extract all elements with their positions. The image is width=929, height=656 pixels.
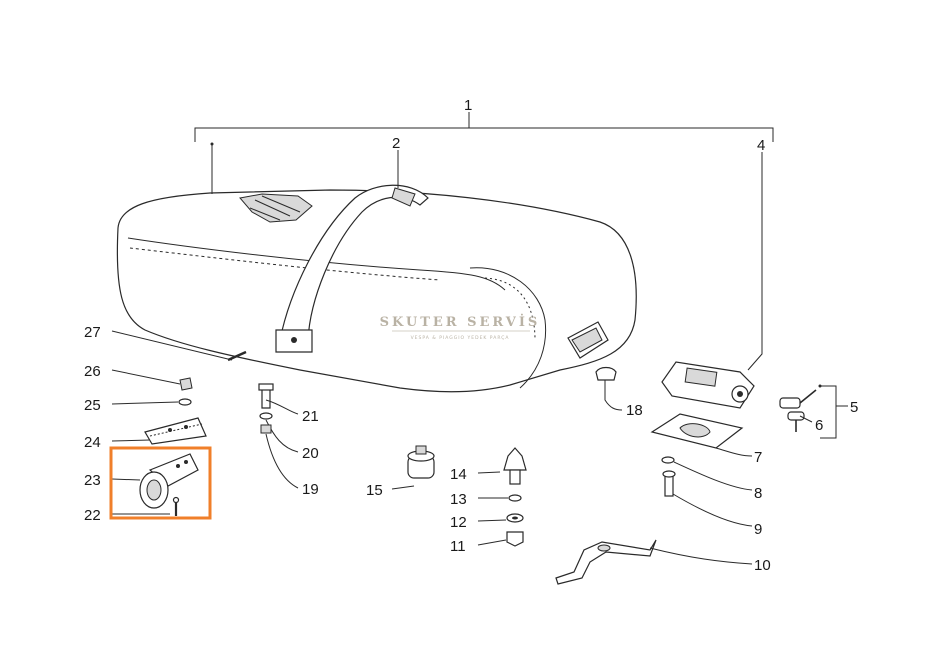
callout-10: 10 [754, 557, 771, 574]
part-15-bumper [391, 445, 435, 490]
callout-1: 1 [464, 97, 472, 114]
seat-body [116, 189, 637, 393]
callout-11: 11 [450, 538, 466, 555]
callout-22: 22 [84, 507, 101, 524]
callout-8: 8 [754, 485, 762, 502]
callout-20: 20 [302, 445, 319, 462]
callout-5: 5 [850, 399, 858, 416]
part-4-lock [661, 152, 763, 409]
callout-26: 26 [84, 363, 101, 380]
part-20-washer [259, 412, 299, 453]
part-19-nut [260, 424, 299, 489]
callout-2: 2 [392, 135, 400, 152]
part-9-screw [662, 470, 753, 527]
seat-strap [275, 184, 429, 353]
part-11-nut [477, 531, 524, 547]
callout-23: 23 [84, 472, 101, 489]
part-10-bracket [555, 539, 753, 585]
callout-9: 9 [754, 521, 762, 538]
part-26-nut [111, 369, 193, 391]
callout-21: 21 [302, 408, 319, 425]
assembly-bracket [194, 112, 774, 142]
callout-27: 27 [84, 324, 101, 341]
part-21-bolt [258, 383, 299, 415]
part-7-plate [650, 413, 753, 457]
callout-12: 12 [450, 514, 467, 531]
watermark-title: SKUTER SERVİS [380, 314, 541, 330]
part-18-knob [595, 366, 623, 411]
watermark-subtitle: VESPA & PIAGGIO YEDEK PARÇA [411, 335, 510, 341]
callout-15: 15 [366, 482, 383, 499]
callout-24: 24 [84, 434, 101, 451]
callout-14: 14 [450, 466, 467, 483]
callout-7: 7 [754, 449, 762, 466]
part-25-washer [111, 398, 192, 406]
callout-13: 13 [450, 491, 467, 508]
highlight-box [109, 446, 212, 520]
part-22-screw [112, 496, 180, 516]
part-5-6-keys [779, 384, 848, 439]
callout-6: 6 [815, 417, 823, 434]
part-23-bracket [111, 453, 199, 509]
part-14-stud [477, 447, 527, 485]
callout-labels: 1 2 4 5 6 7 8 9 10 11 12 13 14 15 18 19 … [84, 97, 858, 574]
callout-25: 25 [84, 397, 101, 414]
part-13-washer [478, 494, 522, 502]
part-12-washer [477, 513, 524, 523]
part-27-rod [111, 330, 247, 362]
watermark: SKUTER SERVİS VESPA & PIAGGIO YEDEK PARÇ… [380, 314, 541, 341]
part-24-plate [111, 417, 207, 445]
callout-19: 19 [302, 481, 319, 498]
callout-4: 4 [757, 137, 765, 154]
part-8-washer [661, 456, 753, 491]
callout-18: 18 [626, 402, 643, 419]
